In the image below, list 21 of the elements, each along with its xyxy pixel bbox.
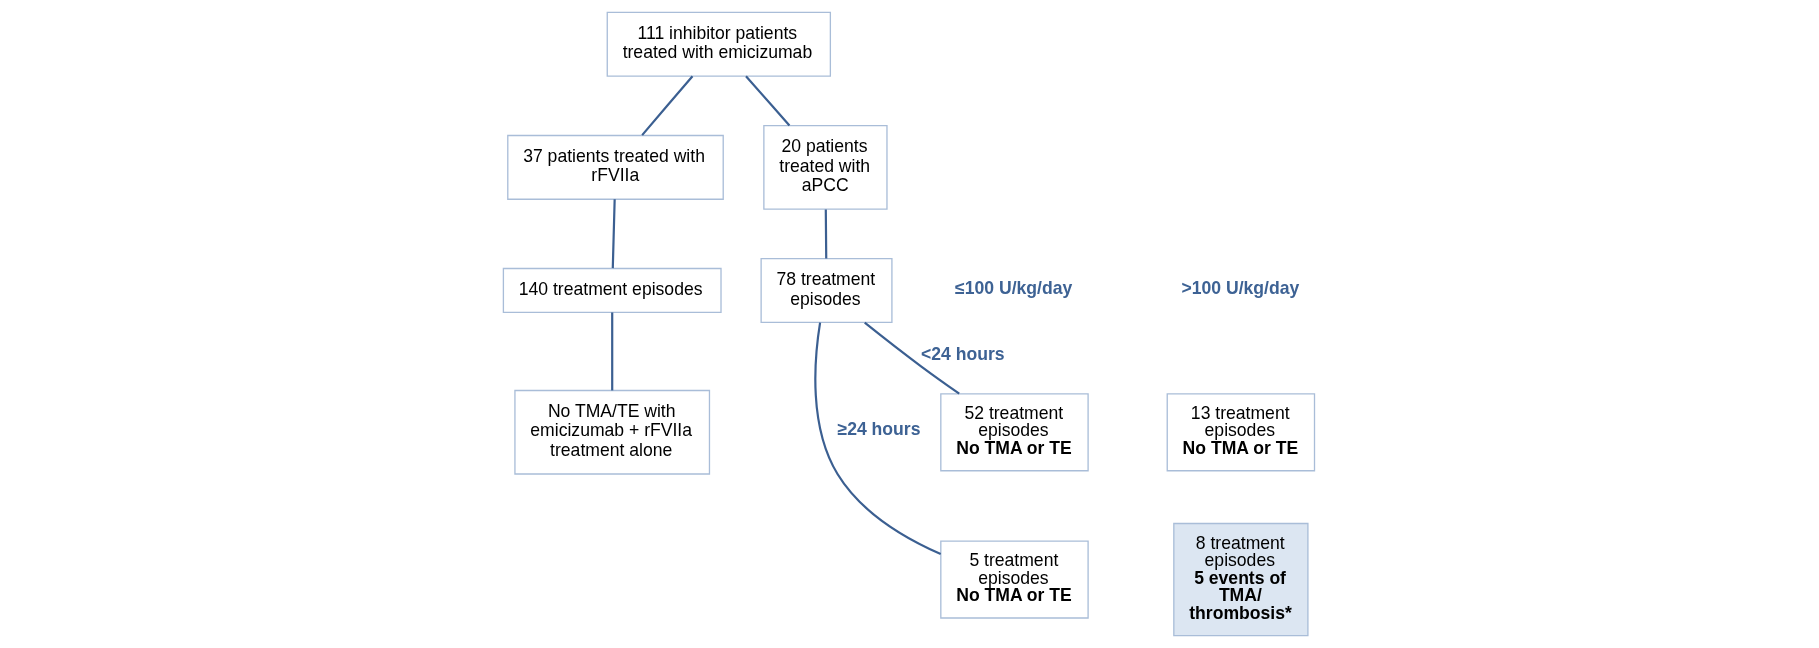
- label: >100 U/kg/day: [1181, 277, 1300, 298]
- node-box: 37 patients treated with rFVIIa: [507, 134, 724, 200]
- label: ≤100 U/kg/day: [955, 277, 1073, 298]
- node-box: 111 inhibitor patients treated with emicizumab: [606, 11, 832, 77]
- connector: [641, 75, 694, 136]
- node-box: 140 treatment episodes: [502, 267, 722, 314]
- edge-label: ≥24 hours: [837, 419, 921, 440]
- node-box: 52 treatment episodes No TMA or TE: [940, 393, 1089, 472]
- node-box: 20 patients treated with aPCC: [763, 124, 888, 210]
- connector: [814, 322, 942, 556]
- node-box: 13 treatment episodes No TMA or TE: [1166, 393, 1316, 472]
- node-box: 8 treatment episodes 5 events of TMA/ thrombosis*: [1173, 522, 1309, 637]
- connector: [611, 312, 614, 391]
- node-box: 78 treatment episodes: [760, 257, 893, 323]
- connector: [611, 199, 616, 269]
- connector: [745, 75, 791, 127]
- connector: [864, 321, 960, 395]
- node-box: 5 treatment episodes No TMA or TE: [940, 540, 1089, 619]
- edge-label: <24 hours: [921, 343, 1005, 364]
- connector: [824, 209, 828, 259]
- node-box: No TMA/TE with emicizumab + rFVIIa treatment alone: [514, 389, 711, 475]
